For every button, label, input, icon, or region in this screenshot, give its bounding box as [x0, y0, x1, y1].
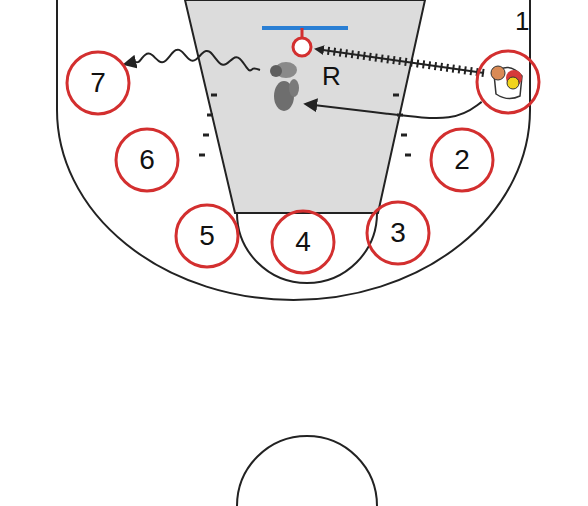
position-circle: 1	[475, 49, 541, 115]
position-circle: 4	[270, 209, 336, 275]
circle-outline	[176, 205, 238, 267]
circle-outline	[431, 129, 493, 191]
position-number: 1	[515, 7, 581, 36]
player-figure	[262, 56, 304, 114]
player-with-ball	[491, 66, 522, 99]
circle-outline	[116, 129, 178, 191]
circle-outline	[67, 52, 129, 114]
rebounder-label: R	[322, 62, 364, 91]
position-circle: 3	[365, 200, 431, 266]
position-number: 2	[454, 145, 470, 176]
circle-outline	[477, 51, 539, 113]
position-circle: 5	[174, 203, 240, 269]
cut-path	[306, 102, 482, 118]
circle-outline	[272, 211, 334, 273]
position-circle: 6	[114, 127, 180, 193]
pass-line	[316, 49, 484, 73]
lane	[185, 0, 425, 213]
pass-hatching	[326, 51, 484, 74]
position-number: 6	[139, 145, 155, 176]
center-circle	[237, 436, 377, 506]
position-circle: 7	[65, 50, 131, 116]
position-circle: 2	[429, 127, 495, 193]
dribble-path	[125, 50, 260, 71]
position-number: 5	[199, 221, 215, 252]
position-number: 4	[295, 227, 311, 258]
rim-stem	[301, 28, 304, 37]
rebounder: R	[262, 56, 304, 114]
circle-outline	[475, 49, 541, 115]
backboard	[262, 26, 348, 30]
lane-marks	[199, 95, 411, 155]
position-number: 7	[90, 68, 106, 99]
rim	[293, 38, 311, 56]
position-number: 3	[390, 218, 406, 249]
circle-outline	[367, 202, 429, 264]
three-point-line	[57, 0, 530, 300]
